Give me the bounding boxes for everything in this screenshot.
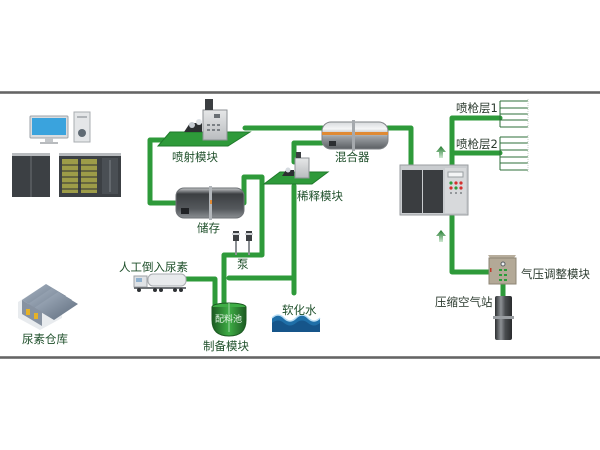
soft-water bbox=[271, 314, 321, 332]
pipe-cabinet-to-lances bbox=[449, 115, 503, 168]
bottom-divider bbox=[0, 356, 600, 359]
motor bbox=[205, 99, 213, 110]
server-cabinets bbox=[12, 153, 121, 197]
air-station bbox=[493, 296, 514, 340]
label-prep-tank: 配料池 bbox=[215, 313, 242, 325]
monitor-screen bbox=[32, 118, 66, 135]
prep-tank bbox=[211, 302, 247, 337]
label-dilution-module: 稀释模块 bbox=[297, 189, 343, 203]
top-divider bbox=[0, 91, 600, 94]
labels: 喷射模块 混合器 稀释模块 储存 泵 人工倒入尿素 配料池 制备模块 软化水 尿… bbox=[22, 101, 590, 353]
pump-icon bbox=[245, 231, 253, 255]
pipe-pumps-to-storage bbox=[221, 174, 265, 308]
pumps bbox=[232, 231, 253, 255]
arrow-up-icon bbox=[436, 230, 446, 242]
pipe-dilution-to-mixer bbox=[291, 140, 325, 165]
label-air-station: 压缩空气站 bbox=[435, 295, 493, 309]
arrow-up-icon bbox=[436, 146, 446, 158]
pressure-module bbox=[488, 255, 517, 285]
pc-tower bbox=[73, 111, 91, 143]
label-pump: 泵 bbox=[237, 257, 249, 271]
label-lance-layer-1: 喷枪层1 bbox=[456, 101, 498, 115]
injection-module bbox=[156, 99, 252, 147]
label-prep-module: 制备模块 bbox=[203, 339, 249, 353]
pipe-storage-to-injection bbox=[147, 137, 179, 206]
control-box bbox=[294, 157, 310, 179]
pump-icon bbox=[232, 231, 240, 255]
label-soft-water: 软化水 bbox=[282, 303, 317, 317]
label-mixer: 混合器 bbox=[335, 150, 370, 164]
label-injection-module: 喷射模块 bbox=[172, 150, 218, 164]
storage-tank bbox=[175, 186, 245, 220]
lance-layer-1 bbox=[499, 99, 529, 129]
dilution-module bbox=[262, 152, 330, 185]
pipe-mixer-to-cabinet bbox=[385, 125, 414, 168]
label-pressure-module: 气压调整模块 bbox=[521, 267, 590, 281]
pipes bbox=[147, 115, 506, 308]
pipe-pressure-to-cabinet bbox=[449, 213, 493, 275]
distribution-cabinet bbox=[399, 164, 469, 216]
label-storage: 储存 bbox=[197, 221, 220, 235]
pipe-truck-to-prep bbox=[183, 276, 218, 308]
control-computer bbox=[29, 111, 91, 144]
flow-arrows bbox=[436, 146, 446, 242]
mixer bbox=[321, 120, 389, 151]
urea-warehouse bbox=[18, 284, 78, 330]
lance-layer-2 bbox=[499, 135, 529, 172]
label-manual-urea: 人工倒入尿素 bbox=[119, 260, 188, 274]
urea-truck bbox=[133, 273, 187, 292]
label-urea-warehouse: 尿素仓库 bbox=[22, 332, 68, 346]
label-lance-layer-2: 喷枪层2 bbox=[456, 137, 498, 151]
